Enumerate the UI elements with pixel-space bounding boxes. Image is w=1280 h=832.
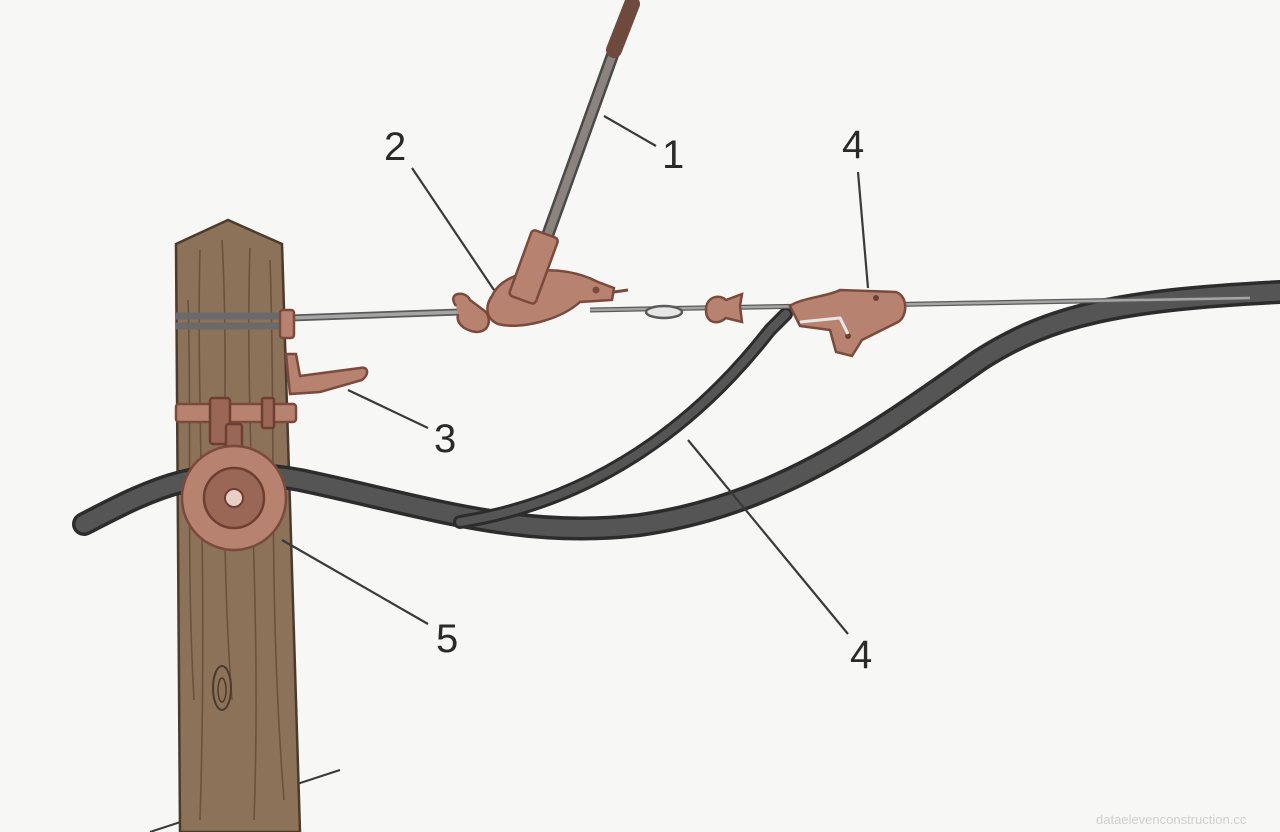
callout-1: 1 [662,133,684,177]
callout-labels: 1 2 3 4 4 5 [384,123,872,677]
winch-lever-handle [508,0,640,305]
leader-1 [603,115,657,147]
callout-4-bottom: 4 [850,633,872,677]
leader-4b [687,439,849,635]
wire-shackle [644,292,744,324]
leader-lines [281,115,870,635]
leader-2 [411,167,495,291]
callout-5: 5 [436,617,458,661]
watermark-text: dataelevenconstruction.cc [1096,812,1247,827]
cable-hook-bracket [174,352,369,446]
callout-4-top: 4 [842,123,864,167]
cable-clamp [788,288,907,358]
callout-3: 3 [434,417,456,461]
leader-5 [281,539,429,625]
leader-4a [856,171,870,289]
wire-anchor-bracket [278,308,296,340]
callout-2: 2 [384,125,406,169]
pulley-block [180,422,288,552]
leader-3 [347,389,429,429]
messenger-wire [176,295,1251,330]
